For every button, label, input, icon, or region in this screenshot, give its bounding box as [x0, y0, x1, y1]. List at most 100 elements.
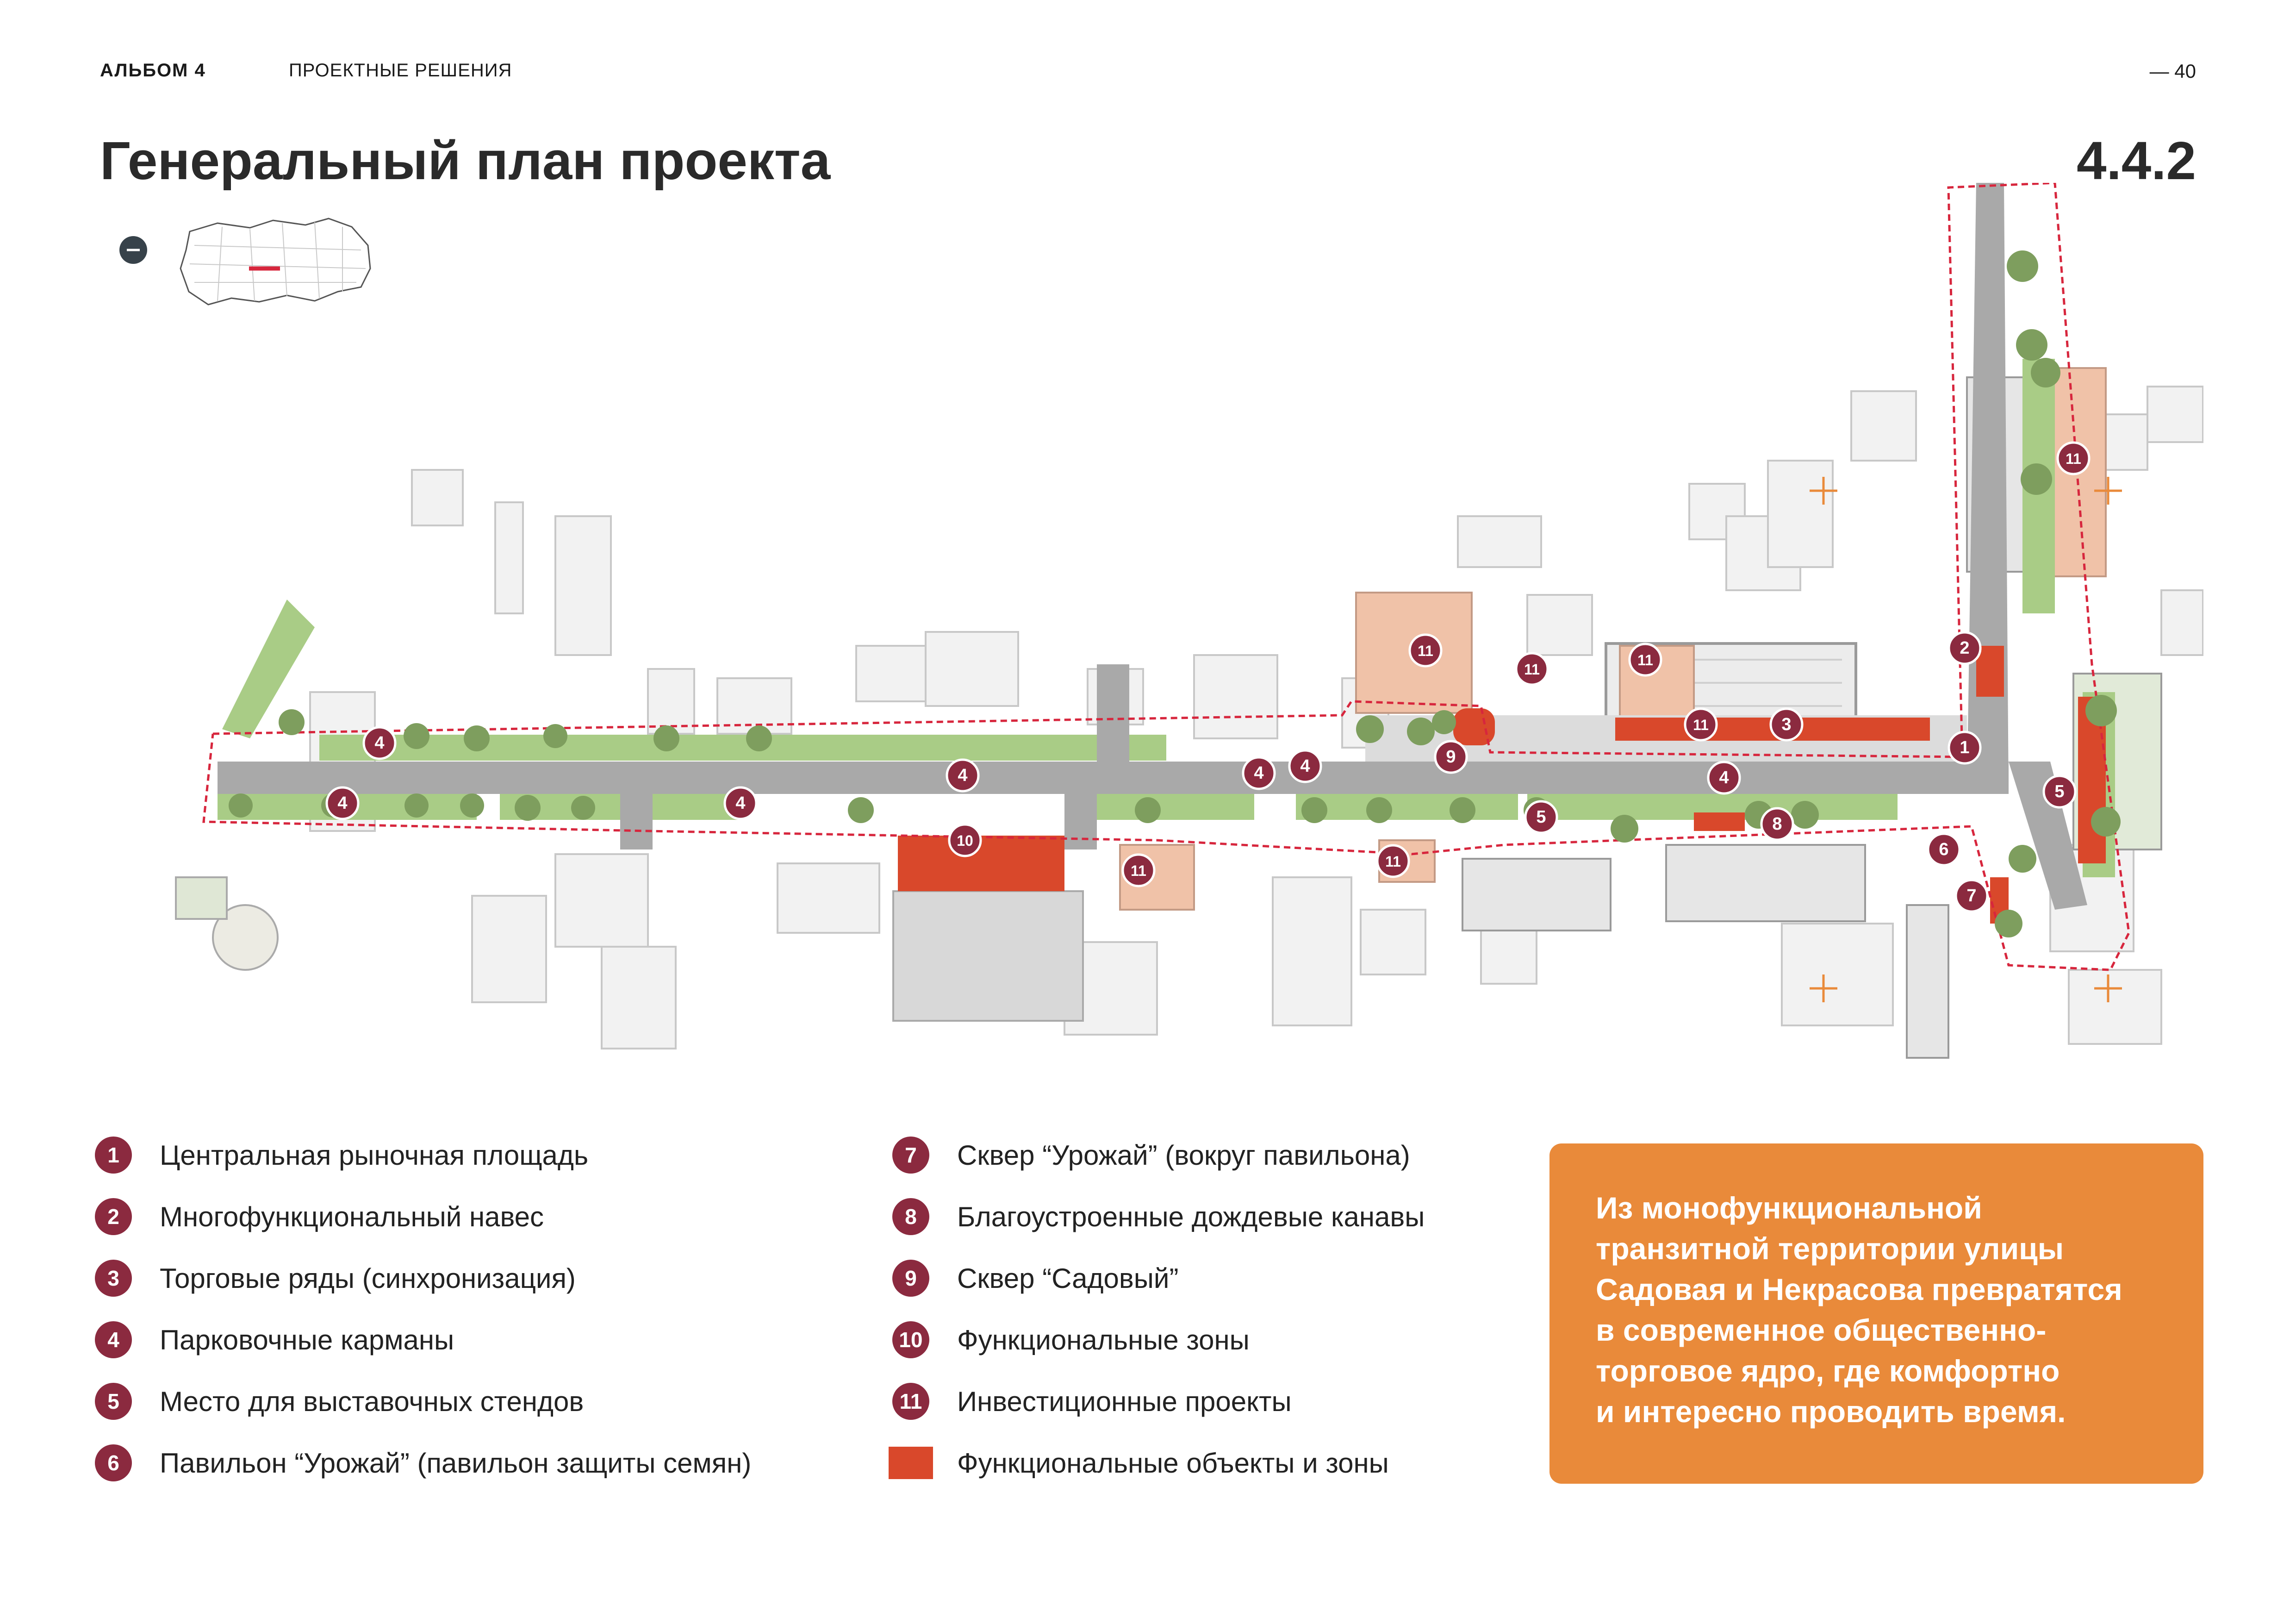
legend-label: Парковочные карманы — [160, 1324, 454, 1355]
legend-label: Функциональные зоны — [957, 1324, 1250, 1355]
plan-marker-11: 11 — [1628, 643, 1662, 677]
svg-text:4: 4 — [735, 793, 745, 813]
page-number: — 40 — [2149, 60, 2196, 82]
plan-marker-4: 4 — [1242, 756, 1276, 790]
svg-text:11: 11 — [1385, 853, 1401, 870]
legend-number: 11 — [892, 1383, 929, 1420]
svg-text:8: 8 — [1772, 814, 1782, 834]
summary-callout: Из монофункциональной транзитной террито… — [1549, 1143, 2203, 1484]
legend-item: 10 Функциональные зоны — [892, 1321, 1250, 1358]
legend-item: 4 Парковочные карманы — [95, 1321, 454, 1358]
plan-marker-11: 11 — [2056, 441, 2091, 475]
svg-text:4: 4 — [374, 733, 384, 753]
legend-number: 4 — [95, 1321, 132, 1358]
legend-number: 3 — [95, 1260, 132, 1297]
svg-text:4: 4 — [1719, 768, 1729, 787]
svg-text:4: 4 — [958, 766, 967, 785]
legend-label: Павильон “Урожай” (павильон защиты семян… — [160, 1447, 752, 1479]
svg-text:1: 1 — [1960, 738, 1969, 757]
plan-marker-7: 7 — [1954, 879, 1989, 913]
project-boundary — [202, 183, 2130, 971]
plan-marker-11: 11 — [1376, 844, 1410, 878]
plan-marker-6: 6 — [1927, 832, 1961, 867]
plan-marker-2: 2 — [1948, 631, 1982, 665]
plan-marker-11: 11 — [1515, 652, 1549, 686]
building — [1906, 904, 1949, 1059]
legend-item: 6 Павильон “Урожай” (павильон защиты сем… — [95, 1444, 751, 1481]
legend-item: 3 Торговые ряды (синхронизация) — [95, 1260, 576, 1297]
legend-item: 11 Инвестиционные проекты — [892, 1383, 1292, 1420]
callout-line: и интересно проводить время. — [1596, 1394, 2066, 1429]
legend-label: Многофункциональный навес — [160, 1201, 544, 1232]
roads — [218, 183, 2087, 910]
legend-number: 2 — [95, 1198, 132, 1235]
callout-line: Садовая и Некрасова превратятся — [1596, 1272, 2122, 1306]
callout-line: Из монофункциональной — [1596, 1191, 1982, 1225]
plan-marker-11: 11 — [1408, 633, 1443, 668]
plan-marker-5: 5 — [1524, 800, 1558, 834]
svg-text:11: 11 — [1693, 717, 1709, 733]
svg-text:5: 5 — [1536, 807, 1546, 827]
plan-marker-4: 4 — [362, 726, 397, 760]
svg-text:4: 4 — [1254, 763, 1263, 783]
svg-text:7: 7 — [1966, 886, 1976, 906]
legend-number: 9 — [892, 1260, 929, 1297]
legend-item: 1 Центральная рыночная площадь — [95, 1137, 588, 1174]
plan-marker-4: 4 — [1288, 749, 1322, 783]
legend-number: 6 — [95, 1444, 132, 1481]
legend-item: 2 Многофункциональный навес — [95, 1198, 544, 1235]
plan-marker-1: 1 — [1948, 731, 1982, 765]
building — [1462, 858, 1612, 931]
master-plan-map: 1 2 3 11 4 5 6 7 8 9 11 11 11 11 4 4 5 10 4 4 4 4 11 11 — [175, 183, 2203, 1059]
plan-marker-3: 3 — [1769, 707, 1804, 742]
svg-text:6: 6 — [1939, 840, 1948, 859]
legend-label: Сквер “Садовый” — [957, 1262, 1179, 1294]
green-strips — [218, 359, 2115, 877]
survey-crosses — [1810, 477, 2122, 1002]
legend-number: 8 — [892, 1198, 929, 1235]
legend-label: Место для выставочных стендов — [160, 1386, 584, 1417]
legend-label: Благоустроенные дождевые канавы — [957, 1201, 1425, 1232]
callout-line: в современное общественно- — [1596, 1313, 2047, 1347]
legend-item: 8 Благоустроенные дождевые канавы — [892, 1198, 1425, 1235]
legend-item: 7 Сквер “Урожай” (вокруг павильона) — [892, 1137, 1410, 1174]
legend-item: 5 Место для выставочных стендов — [95, 1383, 584, 1420]
svg-text:4: 4 — [1300, 756, 1310, 776]
plan-markers: 1 2 3 11 4 5 6 7 8 9 11 11 11 11 4 4 5 10 4 4 4 4 11 11 — [325, 441, 2091, 913]
district-outline — [180, 218, 371, 306]
building — [1665, 844, 1866, 922]
svg-text:11: 11 — [1637, 652, 1653, 668]
legend-number: 7 — [892, 1137, 929, 1174]
svg-text:3: 3 — [1781, 715, 1791, 734]
plan-marker-4: 4 — [723, 786, 758, 820]
plan-marker-11: 11 — [1684, 707, 1718, 742]
svg-text:9: 9 — [1446, 747, 1456, 767]
callout-line: транзитной территории улицы — [1596, 1231, 2064, 1266]
plan-marker-4: 4 — [946, 758, 980, 793]
plan-marker-8: 8 — [1760, 807, 1794, 841]
album-label: АЛЬБОМ 4 — [100, 60, 206, 81]
legend-label: Торговые ряды (синхронизация) — [160, 1262, 576, 1294]
park-round-area — [212, 904, 279, 971]
building — [892, 890, 1084, 1022]
plan-marker-4: 4 — [325, 786, 360, 820]
svg-text:5: 5 — [2054, 782, 2064, 801]
legend-number: 10 — [892, 1321, 929, 1358]
plan-marker-9: 9 — [1434, 740, 1468, 774]
legend-item: Функциональные объекты и зоны — [889, 1444, 1389, 1481]
plan-marker-10: 10 — [948, 823, 982, 857]
section-code: 4.4.2 — [2077, 131, 2196, 191]
svg-text:11: 11 — [1131, 862, 1146, 879]
svg-text:11: 11 — [1418, 643, 1433, 659]
svg-text:11: 11 — [1524, 661, 1540, 678]
legend-label: Центральная рыночная площадь — [160, 1139, 589, 1171]
svg-text:4: 4 — [337, 793, 347, 813]
plan-marker-5: 5 — [2042, 775, 2077, 809]
legend-label: Сквер “Урожай” (вокруг павильона) — [957, 1139, 1410, 1171]
legend-item: 9 Сквер “Садовый” — [892, 1260, 1178, 1297]
plan-marker-4: 4 — [1707, 761, 1741, 795]
callout-line: торговое ядро, где комфортно — [1596, 1354, 2060, 1388]
plan-marker-11: 11 — [1121, 853, 1156, 887]
svg-text:10: 10 — [957, 832, 973, 849]
svg-text:11: 11 — [2066, 450, 2081, 467]
